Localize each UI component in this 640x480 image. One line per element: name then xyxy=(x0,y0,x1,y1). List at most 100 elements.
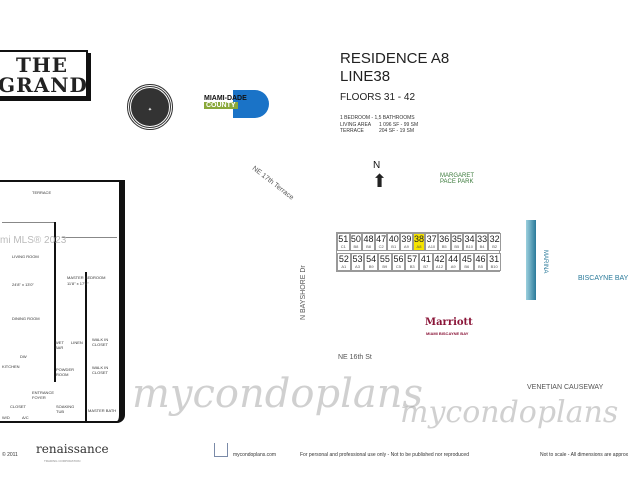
unit-type: A1 xyxy=(341,264,347,269)
unit-number: 32 xyxy=(489,234,500,244)
residence-title: RESIDENCE A8 xyxy=(340,50,450,67)
site-watermark: mycondoplans xyxy=(400,395,619,430)
floor-plan: TERRACE LIVING ROOM 24'8" x 13'0" DINING… xyxy=(0,180,125,423)
living-area-value: 1 096 SF - 99 SM xyxy=(379,122,419,128)
unit-number: 33 xyxy=(477,234,488,244)
unit-number: 48 xyxy=(363,234,374,244)
county-text: COUNTY xyxy=(204,102,238,109)
unit-number: 38 xyxy=(413,234,424,244)
unit-number: 44 xyxy=(448,254,459,264)
ne16-label: NE 16th St xyxy=(338,354,372,361)
unit-type: B3 xyxy=(409,264,415,269)
living-room-label: LIVING ROOM xyxy=(12,254,39,259)
living-area-label: LIVING AREA xyxy=(340,122,372,128)
north-arrow-icon: ⬆ xyxy=(372,171,388,191)
unit-number: 39 xyxy=(401,234,412,244)
unit-type: B10 xyxy=(465,244,473,249)
marina-bar xyxy=(526,220,536,300)
unit-number: 35 xyxy=(451,234,462,244)
marriott-sub: MIAMI BISCAYNE BAY xyxy=(426,331,469,336)
unit-number: 40 xyxy=(388,234,399,244)
unit-number: 53 xyxy=(352,254,363,264)
linen-label: LINEN xyxy=(71,340,83,345)
footer-site: mycondoplans.com xyxy=(233,452,277,458)
unit-type: B9 xyxy=(368,264,374,269)
unit-number: 54 xyxy=(366,254,377,264)
unit-type: C1 xyxy=(340,244,346,249)
building-icon xyxy=(214,443,228,457)
walk-in-closet-label: WALK IN CLOSET xyxy=(92,337,109,347)
line-title: LINE38 xyxy=(340,68,391,85)
dw-label: DW xyxy=(20,354,27,359)
wd-label: W/D xyxy=(2,415,10,420)
causeway-label: VENETIAN CAUSEWAY xyxy=(527,384,604,391)
unit-number: 42 xyxy=(434,254,445,264)
unit-number: 46 xyxy=(475,254,486,264)
park-label: MARGARET PACE PARK xyxy=(440,173,474,185)
unit-type: A9 xyxy=(403,244,409,249)
unit-number: 47 xyxy=(376,234,387,244)
living-room-dim: 24'8" x 13'0" xyxy=(12,282,34,287)
unit-number: 34 xyxy=(464,234,475,244)
unit-number: 57 xyxy=(407,254,418,264)
north-label: N xyxy=(373,160,381,171)
city-of-miami-seal: ✦ xyxy=(127,84,173,130)
copyright: © 2011 xyxy=(2,452,18,458)
footer-scale: Not to scale - All dimensions are approx xyxy=(540,452,629,458)
unit-number: 45 xyxy=(461,254,472,264)
wet-bar-label: WET BAR xyxy=(55,340,64,350)
unit-type: B5 xyxy=(454,244,460,249)
kitchen-label: KITCHEN xyxy=(2,364,20,369)
marina-label: MARINA xyxy=(542,250,548,274)
closet-label: CLOSET xyxy=(10,404,27,409)
ac-label: A/C xyxy=(22,415,29,420)
unit-number: 31 xyxy=(489,254,500,264)
unit-type: B10 xyxy=(490,264,498,269)
terrace-value: 204 SF - 19 SM xyxy=(379,128,415,134)
unit-number: 50 xyxy=(350,234,361,244)
ne17-label: NE 17th Terrace xyxy=(250,165,295,202)
unit-type: C2 xyxy=(378,244,384,249)
unit-number: 56 xyxy=(393,254,404,264)
walk-in-closet-label: WALK IN CLOSET xyxy=(92,365,109,375)
unit-number: 36 xyxy=(439,234,450,244)
unit-type: B1 xyxy=(391,244,397,249)
miami-dade-text: MIAMI-DADE xyxy=(204,95,247,102)
master-bath-label: MASTER BATH xyxy=(88,408,117,413)
unit-type: B7 xyxy=(423,264,429,269)
unit-type: B9 xyxy=(382,264,388,269)
terrace-label: TERRACE xyxy=(32,190,52,195)
mls-watermark: mi MLS® 2023 xyxy=(0,235,67,246)
bedrooms-text: 1 BEDROOM - 1,5 BATHROOMS xyxy=(340,115,415,121)
unit-type: A3 xyxy=(355,264,360,269)
marriott-logo: Marriott xyxy=(425,317,473,328)
unit-type: B4 xyxy=(479,244,485,249)
unit-type: A12 xyxy=(435,264,444,269)
unit-type: B6 xyxy=(464,264,470,269)
renaissance-logo: renaissance xyxy=(36,442,109,456)
master-bedroom-dim: 11'8" x 17'0" xyxy=(67,281,89,286)
unit-number: 52 xyxy=(338,254,349,264)
bay-label: BISCAYNE BAY xyxy=(578,275,629,282)
